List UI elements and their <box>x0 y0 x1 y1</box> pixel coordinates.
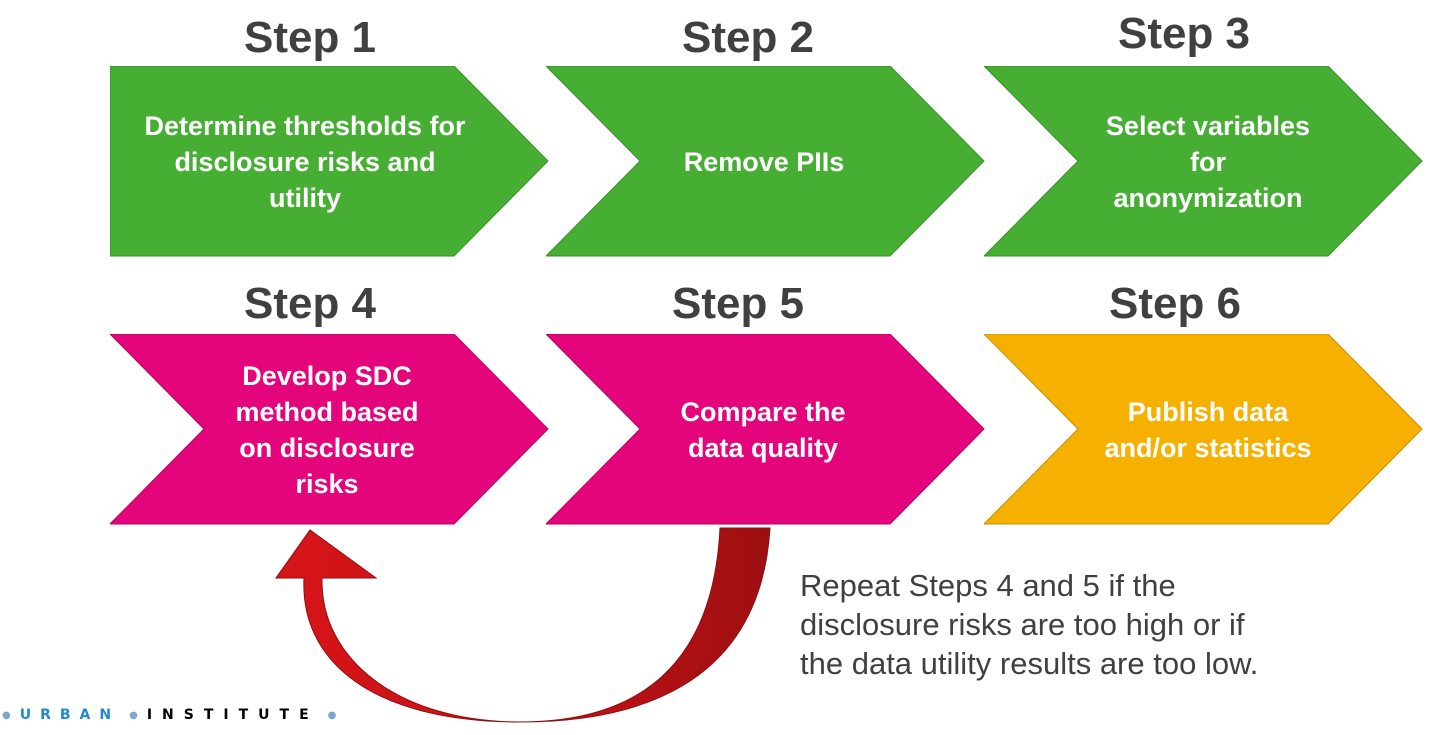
step-1-chevron: Determine thresholds for disclosure risk… <box>110 66 550 258</box>
step-1-line-2: disclosure risks and <box>174 147 436 177</box>
repeat-note: Repeat Steps 4 and 5 if the disclosure r… <box>800 566 1320 683</box>
step-4-line-2: method based <box>235 397 419 427</box>
step-3-line-2: for <box>1189 147 1226 177</box>
step-1-title: Step 1 <box>243 13 377 62</box>
step-4-line-4: risks <box>295 469 359 499</box>
logo-urban-text: URBAN <box>19 707 121 723</box>
step-5-line-2: data quality <box>687 433 838 463</box>
step-5-title: Step 5 <box>671 279 805 328</box>
step-4-line-1: Develop SDC <box>242 361 412 391</box>
step-5-line-1: Compare the <box>680 397 846 427</box>
step-3-chevron: Select variables for anonymization <box>984 66 1424 258</box>
urban-institute-logo: ● URBAN ● INSTITUTE ● <box>2 705 336 725</box>
step-3-label: Select variables for anonymization <box>1106 108 1310 216</box>
logo-dot-icon: ● <box>327 709 337 721</box>
step-3-title: Step 3 <box>1117 9 1251 58</box>
step-4-line-3: on disclosure <box>239 433 415 463</box>
logo-dot-icon: ● <box>129 709 138 721</box>
step-2-line-1: Remove PIIs <box>683 147 845 177</box>
step-4-label: Develop SDC method based on disclosure r… <box>235 358 418 502</box>
logo-dot-icon: ● <box>2 709 11 721</box>
step-2-label: Remove PIIs <box>684 144 845 180</box>
step-2-title: Step 2 <box>681 13 815 62</box>
note-line-1: Repeat Steps 4 and 5 if the <box>800 568 1176 603</box>
step-5-chevron: Compare the data quality <box>546 334 986 526</box>
step-6-line-2: and/or statistics <box>1104 433 1312 463</box>
step-3-line-1: Select variables <box>1105 111 1311 141</box>
step-6-title: Step 6 <box>1108 279 1242 328</box>
logo-institute-text: INSTITUTE <box>146 707 319 723</box>
step-6-chevron: Publish data and/or statistics <box>984 334 1424 526</box>
step-6-line-1: Publish data <box>1127 397 1289 427</box>
step-1-line-3: utility <box>269 183 341 213</box>
note-line-2: disclosure risks are too high or if <box>800 607 1245 642</box>
loop-arrow-shape <box>275 527 771 723</box>
step-6-label: Publish data and/or statistics <box>1104 394 1311 466</box>
step-5-label: Compare the data quality <box>680 394 845 466</box>
note-line-3: the data utility results are too low. <box>800 646 1259 681</box>
step-4-title: Step 4 <box>243 279 377 328</box>
step-4-chevron: Develop SDC method based on disclosure r… <box>110 334 550 526</box>
step-1-label: Determine thresholds for disclosure risk… <box>144 108 465 216</box>
step-2-chevron: Remove PIIs <box>546 66 986 258</box>
step-1-line-1: Determine thresholds for <box>144 111 466 141</box>
step-3-line-3: anonymization <box>1113 183 1303 213</box>
